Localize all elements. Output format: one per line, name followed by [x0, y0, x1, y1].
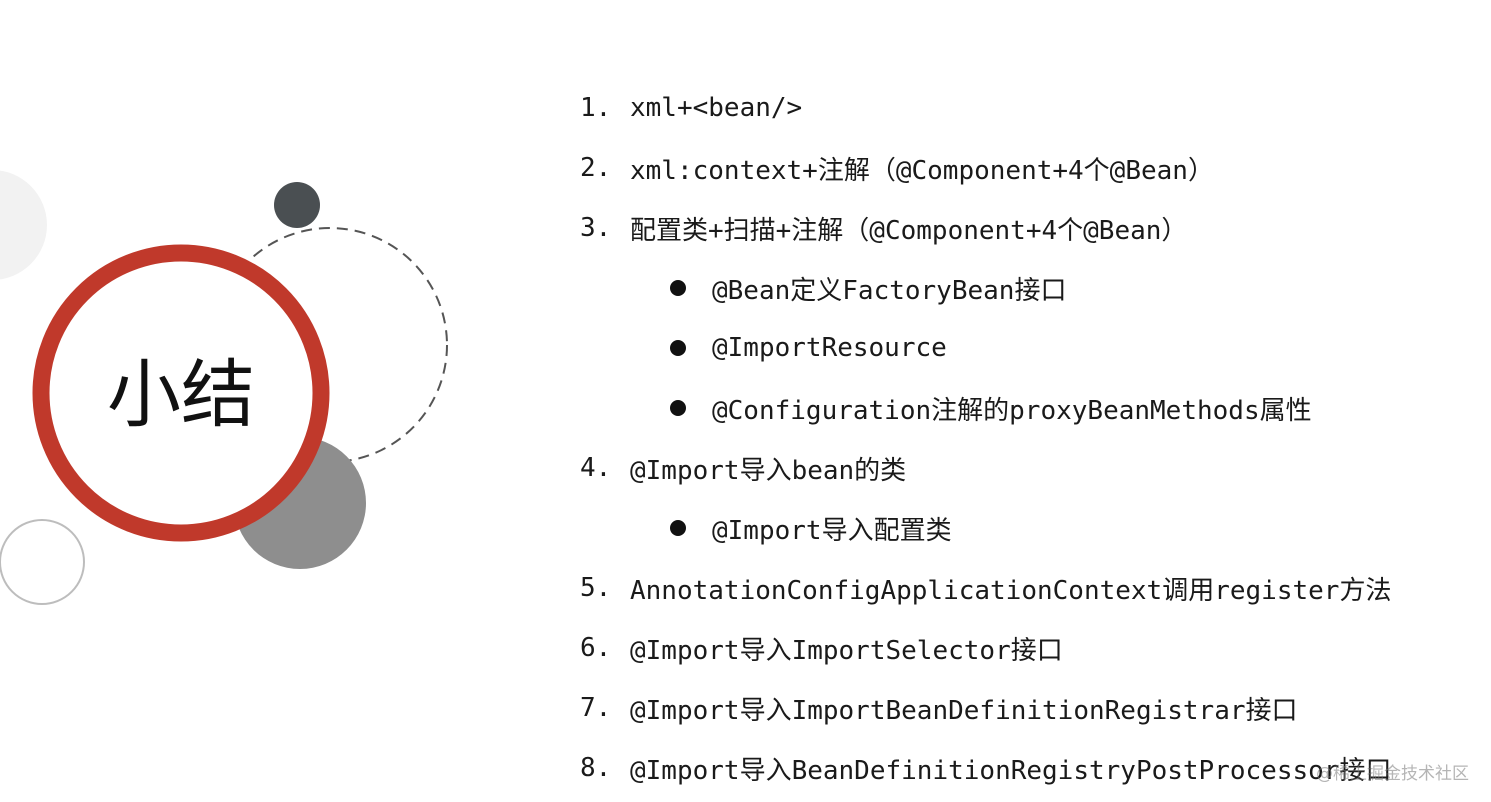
summary-list: 1. xml+<bean/> 2. xml:context+注解（@Compon… [580, 78, 1470, 798]
item-text: @Import导入ImportSelector接口 [630, 635, 1063, 666]
list-item-5: 5. AnnotationConfigApplicationContext调用r… [580, 558, 1470, 618]
list-item-6: 6. @Import导入ImportSelector接口 [580, 618, 1470, 678]
item-number: 2. [580, 153, 612, 183]
bullet-icon [670, 520, 686, 536]
decorative-circles [0, 170, 448, 605]
sub-item-importresource: @ImportResource [580, 318, 1470, 378]
item-text: 配置类+扫描+注解（@Component+4个@Bean） [630, 215, 1188, 246]
item-text: xml:context+注解（@Component+4个@Bean） [630, 155, 1214, 186]
sub-item-configuration: @Configuration注解的proxyBeanMethods属性 [580, 378, 1470, 438]
slide-title: 小结 [107, 351, 255, 438]
item-text: @Configuration注解的proxyBeanMethods属性 [712, 395, 1312, 426]
outline-circle [0, 519, 85, 605]
bullet-icon [670, 400, 686, 416]
list-item-8: 8. @Import导入BeanDefinitionRegistryPostPr… [580, 738, 1470, 798]
item-text: @ImportResource [712, 333, 947, 363]
dark-dot [274, 182, 320, 228]
light-gray-circle [0, 170, 47, 280]
item-number: 1. [580, 93, 612, 123]
item-text: @Import导入ImportBeanDefinitionRegistrar接口 [630, 695, 1298, 726]
list-item-3: 3. 配置类+扫描+注解（@Component+4个@Bean） [580, 198, 1470, 258]
item-number: 3. [580, 213, 612, 243]
list-item-2: 2. xml:context+注解（@Component+4个@Bean） [580, 138, 1470, 198]
list-item-1: 1. xml+<bean/> [580, 78, 1470, 138]
list-item-7: 7. @Import导入ImportBeanDefinitionRegistra… [580, 678, 1470, 738]
item-text: @Import导入bean的类 [630, 455, 907, 486]
item-number: 8. [580, 753, 612, 783]
item-text: @Import导入BeanDefinitionRegistryPostProce… [630, 755, 1392, 786]
item-number: 4. [580, 453, 612, 483]
item-number: 7. [580, 693, 612, 723]
red-ring [32, 244, 330, 542]
item-text: xml+<bean/> [630, 93, 803, 123]
bullet-icon [670, 340, 686, 356]
list-item-4: 4. @Import导入bean的类 [580, 438, 1470, 498]
item-text: AnnotationConfigApplicationContext调用regi… [630, 575, 1392, 606]
bullet-icon [670, 280, 686, 296]
item-number: 6. [580, 633, 612, 663]
sub-item-import-config: @Import导入配置类 [580, 498, 1470, 558]
watermark: @稀土掘金技术社区 [1316, 764, 1469, 784]
item-text: @Bean定义FactoryBean接口 [712, 275, 1067, 306]
item-text: @Import导入配置类 [712, 515, 952, 546]
item-number: 5. [580, 573, 612, 603]
sub-item-factorybean: @Bean定义FactoryBean接口 [580, 258, 1470, 318]
